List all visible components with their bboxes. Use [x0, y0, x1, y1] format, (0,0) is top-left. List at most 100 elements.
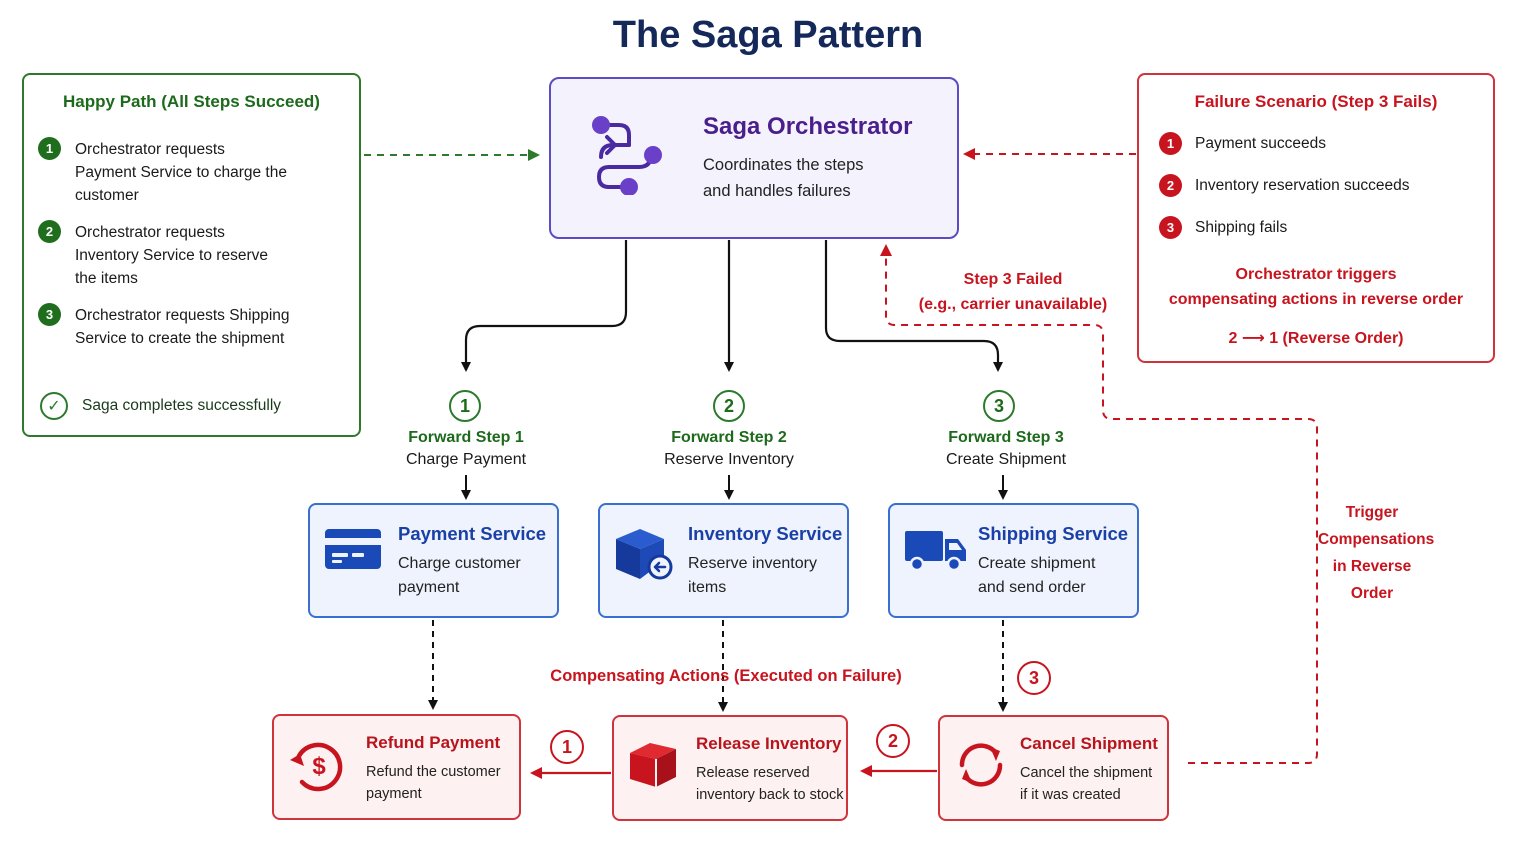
- happy-step-text: Orchestrator requests Payment Service to…: [75, 141, 287, 204]
- failure-scenario-title: Failure Scenario (Step 3 Fails): [1194, 92, 1438, 111]
- step-number-badge: 1: [1159, 131, 1182, 155]
- failure-step-1: 1 Payment succeeds: [1159, 131, 1326, 155]
- compensating-actions-label: Compensating Actions (Executed on Failur…: [550, 667, 902, 685]
- trigger-line: in Reverse Order: [1332, 558, 1412, 602]
- failure-note-line: Orchestrator triggers: [1235, 266, 1397, 283]
- happy-step-1: 1 Orchestrator requests Payment Service …: [38, 137, 290, 207]
- service-desc-line: payment: [398, 579, 460, 596]
- happy-path-title: Happy Path (All Steps Succeed): [63, 92, 320, 111]
- compensation-desc-line: payment: [366, 786, 422, 802]
- failure-note-line: compensating actions in reverse order: [1168, 291, 1464, 308]
- payment-service-box: Payment Service Charge customer payment: [308, 503, 559, 618]
- step-number-badge: 3: [1159, 215, 1182, 239]
- shipping-service-box: Shipping Service Create shipment and sen…: [888, 503, 1139, 618]
- forward-step-2-label: Forward Step 2 Reserve Inventory: [619, 427, 839, 471]
- orchestrator-to-step1-wire: [461, 240, 628, 372]
- forward-step-title: Forward Step 1: [408, 429, 524, 446]
- happy-path-complete: ✓ Saga completes successfully: [40, 392, 281, 420]
- failure-note: Orchestrator triggers compensating actio…: [1139, 262, 1493, 312]
- step3-failed-reason: (e.g., carrier unavailable): [918, 296, 1108, 313]
- trigger-compensations-label: Trigger Compensations in Reverse Order: [1318, 499, 1435, 607]
- check-circle-icon: ✓: [40, 392, 68, 420]
- failure-step-2: 2 Inventory reservation succeeds: [1159, 173, 1410, 197]
- failure-scenario-panel: Failure Scenario (Step 3 Fails) 1 Paymen…: [1137, 73, 1495, 363]
- step3-failed-line: Step 3 Failed: [963, 271, 1063, 288]
- happy-step-text: Orchestrator requests Shipping Service t…: [75, 307, 290, 347]
- failure-step-text: Payment succeeds: [1195, 135, 1326, 152]
- compensation-description: Cancel the shipment if it was created: [1020, 762, 1152, 806]
- forward-step-title: Forward Step 2: [671, 429, 787, 446]
- orchestrator-desc-line: and handles failures: [703, 182, 851, 200]
- inventory-service-box: Inventory Service Reserve inventory item…: [598, 503, 849, 618]
- refund-order-badge: 1: [550, 730, 584, 764]
- inventory-box-icon: [616, 529, 673, 580]
- trigger-line: Trigger: [1345, 504, 1399, 521]
- service-title: Payment Service: [398, 523, 547, 544]
- cancel-order-badge: 3: [1017, 661, 1051, 695]
- service-description: Create shipment and send order: [978, 552, 1128, 600]
- svg-text:$: $: [312, 753, 326, 780]
- step-number-badge: 2: [38, 220, 61, 243]
- box-icon: [630, 743, 676, 787]
- failure-step-text: Inventory reservation succeeds: [1195, 177, 1410, 194]
- forward-step-action: Create Shipment: [945, 451, 1067, 468]
- forward-step-1-label: Forward Step 1 Charge Payment: [356, 427, 576, 471]
- service-title: Shipping Service: [978, 523, 1129, 544]
- reverse-order-label: 2 ⟶ 1 (Reverse Order): [1228, 330, 1404, 347]
- orchestrator-to-step3-wire: [824, 240, 1003, 372]
- happy-step-3: 3 Orchestrator requests Shipping Service…: [38, 303, 290, 350]
- forward-step-1-badge: 1: [449, 390, 481, 422]
- service-title: Inventory Service: [688, 523, 843, 544]
- forward-step-action: Charge Payment: [405, 451, 527, 468]
- happy-step-2: 2 Orchestrator requests Inventory Servic…: [38, 220, 290, 290]
- page-title: The Saga Pattern: [612, 14, 924, 56]
- forward-step-2-badge: 2: [713, 390, 745, 422]
- credit-card-icon: [325, 529, 381, 569]
- failure-step-text: Shipping fails: [1195, 219, 1288, 236]
- orchestrator-description: Coordinates the steps and handles failur…: [703, 152, 923, 204]
- forward-step-action: Reserve Inventory: [664, 451, 794, 468]
- step-number-badge: 3: [38, 303, 61, 326]
- orchestrator-desc-line: Coordinates the steps: [703, 156, 864, 174]
- refund-payment-box: $ Refund Payment Refund the customer pay…: [272, 714, 521, 820]
- service-desc-line: Reserve inventory: [688, 555, 817, 572]
- compensation-desc-line: Cancel the shipment: [1020, 765, 1153, 781]
- service-desc-line: and send order: [978, 579, 1086, 596]
- compensation-title: Refund Payment: [366, 733, 501, 752]
- release-inventory-box: Release Inventory Release reserved inven…: [612, 715, 848, 821]
- service-desc-line: Create shipment: [978, 555, 1096, 572]
- compensation-desc-line: inventory back to stock: [696, 787, 844, 803]
- happy-complete-text: Saga completes successfully: [82, 397, 282, 414]
- cancel-cycle-icon: [959, 743, 1003, 787]
- failure-step-3: 3 Shipping fails: [1159, 215, 1288, 239]
- truck-icon: [905, 531, 966, 572]
- forward-step-3-badge: 3: [983, 390, 1015, 422]
- compensation-desc-line: Release reserved: [696, 765, 810, 781]
- compensation-description: Refund the customer payment: [366, 761, 501, 805]
- forward-step-3-label: Forward Step 3 Create Shipment: [896, 427, 1116, 471]
- release-order-badge: 2: [876, 724, 910, 758]
- forward-step-title: Forward Step 3: [948, 429, 1064, 446]
- saga-orchestrator-box: Saga Orchestrator Coordinates the steps …: [549, 77, 959, 239]
- refund-icon: $: [290, 742, 343, 792]
- trigger-line: Compensations: [1318, 531, 1435, 548]
- cancel-shipment-box: Cancel Shipment Cancel the shipment if i…: [938, 715, 1169, 821]
- step-number-badge: 2: [1159, 173, 1182, 197]
- service-desc-line: Charge customer: [398, 555, 521, 572]
- service-description: Charge customer payment: [398, 552, 548, 600]
- step3-failed-label: Step 3 Failed (e.g., carrier unavailable…: [900, 267, 1126, 317]
- failure-feedback-loop: [880, 244, 1318, 764]
- happy-step-text: Orchestrator requests Inventory Service …: [75, 224, 268, 287]
- compensation-desc-line: Refund the customer: [366, 764, 501, 780]
- compensation-description: Release reserved inventory back to stock: [696, 762, 844, 806]
- happy-path-panel: Happy Path (All Steps Succeed) 1 Orchest…: [22, 73, 361, 437]
- compensation-title: Release Inventory: [696, 734, 842, 753]
- compensation-title: Cancel Shipment: [1020, 734, 1158, 753]
- step-number-badge: 1: [38, 137, 61, 160]
- orchestrator-title: Saga Orchestrator: [703, 113, 913, 140]
- orchestrator-flow-icon: [592, 116, 662, 195]
- service-description: Reserve inventory items: [688, 552, 838, 600]
- service-desc-line: items: [688, 579, 727, 596]
- compensation-desc-line: if it was created: [1020, 787, 1121, 803]
